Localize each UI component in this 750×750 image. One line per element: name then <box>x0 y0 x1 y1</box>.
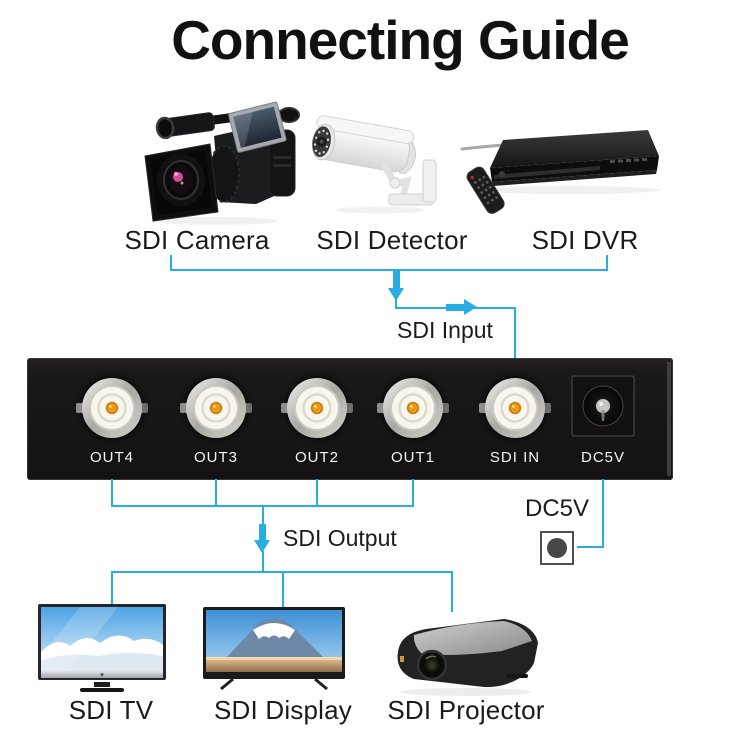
bnc-port-out3 <box>175 367 257 449</box>
source-label-sdi-detector: SDI Detector <box>316 225 468 255</box>
power-line-vertical <box>602 479 604 548</box>
page-title: Connecting Guide <box>171 9 630 71</box>
cctv-bullet-camera-icon <box>311 115 437 214</box>
port-label-out3: OUT3 <box>194 449 238 466</box>
bnc-port-sdi-in <box>474 367 556 449</box>
power-plug-symbol <box>540 531 574 565</box>
input-arrow-stem <box>393 271 400 288</box>
power-plug-dot <box>547 538 567 558</box>
source-label-sdi-camera: SDI Camera <box>124 225 270 255</box>
power-line-horizontal <box>577 546 604 548</box>
input-elbow-vertical <box>395 299 397 309</box>
port-label-out1: OUT1 <box>391 449 435 466</box>
camcorder-icon <box>144 101 300 225</box>
input-line-to-panel <box>514 307 516 358</box>
output-stem-thin <box>262 506 264 526</box>
out2-stub <box>316 479 318 507</box>
bracket-stub-right <box>606 255 608 271</box>
power-label: DC5V <box>524 495 590 522</box>
tv-drop-line <box>111 571 113 606</box>
source-label-sdi-dvr: SDI DVR <box>531 225 639 255</box>
out3-stub <box>215 479 217 507</box>
port-label-sdi-in: SDI IN <box>490 449 540 466</box>
input-arrow-right-icon <box>464 299 477 315</box>
output-label: SDI Output <box>283 525 397 551</box>
bracket-horizontal <box>170 269 608 271</box>
sink-label-sdi-projector: SDI Projector <box>387 695 545 725</box>
port-label-out4: OUT4 <box>90 449 134 466</box>
dvr-player-with-remote-icon <box>460 130 660 214</box>
projector-drop-line <box>451 571 453 612</box>
input-arrow-down-icon <box>388 288 404 301</box>
out1-stub <box>412 479 414 507</box>
input-right-arrow-stem <box>446 304 464 311</box>
input-label: SDI Input <box>397 317 493 343</box>
output-arrow-down-icon <box>254 540 270 553</box>
out4-stub <box>111 479 113 507</box>
projector-icon <box>397 619 538 696</box>
tv-icon <box>38 604 166 692</box>
bnc-port-out2 <box>276 367 358 449</box>
dc-jack <box>571 375 635 437</box>
bracket-stub-left <box>170 255 172 271</box>
monitor-icon <box>203 607 345 691</box>
output-arrow-stem <box>259 524 266 540</box>
bnc-port-out4 <box>71 367 153 449</box>
port-label-out2: OUT2 <box>295 449 339 466</box>
sink-label-sdi-display: SDI Display <box>213 695 353 725</box>
display-drop-line <box>282 571 284 609</box>
port-label-dc5v: DC5V <box>581 449 625 466</box>
bnc-port-out1 <box>372 367 454 449</box>
splitter-front-panel: OUT4 OUT3 OUT2 OUT1 SDI IN DC5V <box>27 358 673 480</box>
sink-label-sdi-tv: SDI TV <box>68 695 154 725</box>
output-stem-lower <box>262 551 264 573</box>
